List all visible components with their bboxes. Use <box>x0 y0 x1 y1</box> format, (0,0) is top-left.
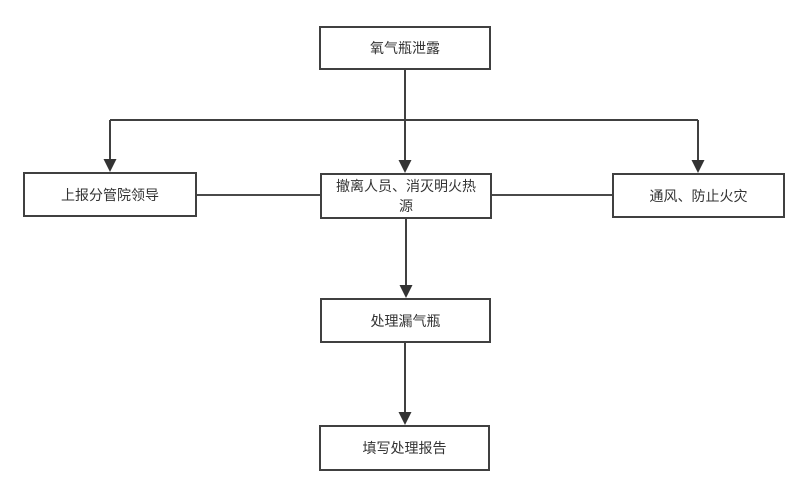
flow-node-write-report: 填写处理报告 <box>319 425 490 471</box>
flow-node-handle-cylinder-label: 处理漏气瓶 <box>370 312 441 329</box>
edge-leak-to-ventilate-arrowhead <box>691 160 705 173</box>
flow-node-oxygen-leak-label: 氧气瓶泄露 <box>370 40 440 56</box>
edge-leak-to-report-arrowhead <box>103 159 117 172</box>
flow-node-ventilate: 通风、防止火灾 <box>612 173 785 218</box>
flow-node-oxygen-leak: 氧气瓶泄露 <box>319 26 491 70</box>
flow-node-report-leaders-label: 上报分管院领导 <box>61 186 159 203</box>
flow-node-evacuate-label: 撤离人员、消灭明火热源 <box>336 178 476 214</box>
flow-node-write-report-label: 填写处理报告 <box>362 440 447 456</box>
edge-leak-to-evacuate-arrowhead <box>398 160 412 173</box>
flow-node-handle-cylinder: 处理漏气瓶 <box>320 298 491 343</box>
flow-node-report-leaders: 上报分管院领导 <box>23 172 197 217</box>
flow-node-evacuate: 撤离人员、消灭明火热源 <box>320 173 492 219</box>
edge-evacuate-to-handle-arrowhead <box>399 285 413 298</box>
flow-node-ventilate-label: 通风、防止火灾 <box>649 187 748 204</box>
edge-handle-to-write-arrowhead <box>398 412 412 425</box>
